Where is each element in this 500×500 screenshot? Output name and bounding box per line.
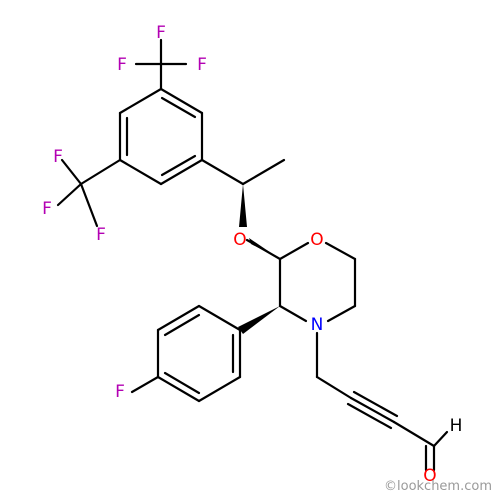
fluorine-atom-1: F: [156, 23, 166, 43]
ring-nitrogen-atom: N: [311, 315, 324, 335]
butynal-chain: [315, 331, 449, 472]
fluorine-atom-3: F: [197, 55, 207, 75]
aryl-ring-bistrifluoromethyl: [118, 87, 204, 186]
ether-oxygen-atom: O: [233, 230, 246, 250]
watermark-text: ©lookchem.com: [384, 479, 492, 494]
aryl-fluorine-atom: F: [115, 382, 125, 402]
cf3-group-left: [56, 158, 122, 228]
wedge-bond-ring-o: [249, 238, 280, 259]
aldehyde-hydrogen-atom: H: [450, 416, 463, 436]
fluorine-atom-6: F: [96, 225, 106, 245]
ring-oxygen-atom: O: [310, 230, 323, 250]
fluorine-atom-4: F: [53, 147, 63, 167]
wedge-bond-ether: [239, 184, 247, 227]
fluorine-atom-5: F: [42, 199, 52, 219]
wedge-bond-aryl: [238, 306, 280, 334]
cf3-group-top: [134, 38, 188, 91]
fluorine-atom-2: F: [117, 55, 127, 75]
morpholine-ring: [245, 238, 357, 323]
ethylidene-linker: [200, 158, 286, 227]
fluorophenyl-ring: [130, 304, 280, 403]
aldehyde-oxygen-atom: O: [423, 466, 436, 486]
